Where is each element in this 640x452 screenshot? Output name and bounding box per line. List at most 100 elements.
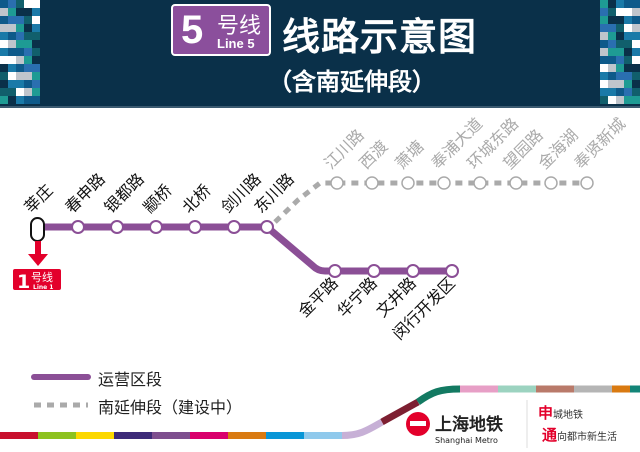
mosaic-tile <box>24 24 32 32</box>
mosaic-tile <box>32 56 40 64</box>
extension-station-marker[interactable] <box>365 176 379 190</box>
extension-station-marker[interactable] <box>509 176 523 190</box>
extension-line <box>273 180 583 224</box>
line-cn: 号线 <box>217 14 262 39</box>
mosaic-tile <box>624 64 632 72</box>
mosaic-tile <box>8 80 16 88</box>
station-label: 春申路 <box>61 169 108 216</box>
metro-logo-cn: 上海地铁 <box>435 414 503 435</box>
mosaic-tile <box>0 72 8 80</box>
station-marker[interactable] <box>328 264 342 278</box>
station-marker[interactable] <box>149 220 163 234</box>
mosaic-tile <box>632 48 640 56</box>
slogan1-big: 申 <box>538 404 553 422</box>
xinzhuang-interchange-station[interactable] <box>30 217 45 242</box>
mosaic-tile <box>624 48 632 56</box>
line5-badge: 5 号线 Line 5 <box>171 4 271 56</box>
strip-segment <box>460 385 498 393</box>
mosaic-tile <box>616 24 624 32</box>
mosaic-tile <box>8 24 16 32</box>
mosaic-tile <box>32 48 40 56</box>
line-number: 5 <box>181 8 204 52</box>
slogan2-big: 通 <box>542 426 557 444</box>
extension-station-marker[interactable] <box>544 176 558 190</box>
extension-station-label: 萧塘 <box>391 137 427 173</box>
mosaic-tile <box>608 88 616 96</box>
extension-station-marker[interactable] <box>437 176 451 190</box>
mosaic-tile <box>0 16 8 24</box>
page-subtitle: （含南延伸段） <box>268 67 436 96</box>
extension-station-marker[interactable] <box>330 176 344 190</box>
mosaic-tile <box>16 8 24 16</box>
mosaic-tile <box>24 64 32 72</box>
operating-line <box>40 223 452 275</box>
line1-badge[interactable] <box>13 269 61 290</box>
slogan1: 城地铁 <box>553 408 583 421</box>
mosaic-tile <box>600 80 608 88</box>
mosaic-tile <box>16 24 24 32</box>
mosaic-tile <box>8 32 16 40</box>
mosaic-tile <box>632 8 640 16</box>
mosaic-tile <box>16 16 24 24</box>
transfer-arrow-down-icon <box>28 254 48 266</box>
mosaic-tile <box>0 0 8 8</box>
mosaic-tile <box>16 88 24 96</box>
mosaic-tile <box>608 0 616 8</box>
station-marker[interactable] <box>367 264 381 278</box>
strip-segment <box>190 432 228 439</box>
extension-station-marker[interactable] <box>401 176 415 190</box>
mosaic-tile <box>608 40 616 48</box>
mosaic-tile <box>16 96 24 104</box>
mosaic-tile <box>24 40 32 48</box>
mosaic-tile <box>608 32 616 40</box>
mosaic-tile <box>616 64 624 72</box>
line1-cn: 号线 <box>31 270 53 284</box>
mosaic-tile <box>624 80 632 88</box>
station-label: 银都路 <box>100 169 147 216</box>
metro-logo-en: Shanghai Metro <box>435 436 498 445</box>
line1-en: Line 1 <box>33 284 53 291</box>
page-title: 线路示意图 <box>282 14 478 59</box>
mosaic-tile <box>8 72 16 80</box>
mosaic-tile <box>8 40 16 48</box>
mosaic-tile <box>600 24 608 32</box>
station-marker[interactable] <box>188 220 202 234</box>
mosaic-tile <box>8 88 16 96</box>
extension-station-marker[interactable] <box>473 176 487 190</box>
mosaic-tile <box>600 32 608 40</box>
station-label: 颛桥 <box>139 181 175 217</box>
station-marker[interactable] <box>406 264 420 278</box>
mosaic-decoration-right <box>600 0 640 106</box>
mosaic-tile <box>24 32 32 40</box>
mosaic-tile <box>32 16 40 24</box>
station-marker[interactable] <box>445 264 459 278</box>
mosaic-tile <box>632 88 640 96</box>
transfer-arrow-shaft <box>35 241 41 255</box>
station-marker[interactable] <box>71 220 85 234</box>
station-marker[interactable] <box>227 220 241 234</box>
mosaic-tile <box>0 48 8 56</box>
mosaic-tile <box>616 96 624 104</box>
strip-segment <box>38 432 76 439</box>
station-marker[interactable] <box>260 220 274 234</box>
mosaic-tile <box>608 80 616 88</box>
mosaic-tile <box>600 56 608 64</box>
station-marker[interactable] <box>110 220 124 234</box>
mosaic-tile <box>632 40 640 48</box>
mosaic-tile <box>32 24 40 32</box>
strip-segment <box>415 385 461 405</box>
mosaic-tile <box>32 88 40 96</box>
station-label: 华宁路 <box>333 273 380 320</box>
mosaic-tile <box>632 72 640 80</box>
mosaic-tile <box>608 16 616 24</box>
mosaic-tile <box>632 24 640 32</box>
strip-segment <box>380 398 420 426</box>
strip-segment <box>612 385 630 393</box>
strip-segment <box>0 432 38 439</box>
mosaic-tile <box>600 0 608 8</box>
extension-station-label: 金海湖 <box>534 125 581 172</box>
mosaic-tile <box>8 96 16 104</box>
mosaic-tile <box>0 96 8 104</box>
extension-station-marker[interactable] <box>580 176 594 190</box>
mosaic-tile <box>16 48 24 56</box>
